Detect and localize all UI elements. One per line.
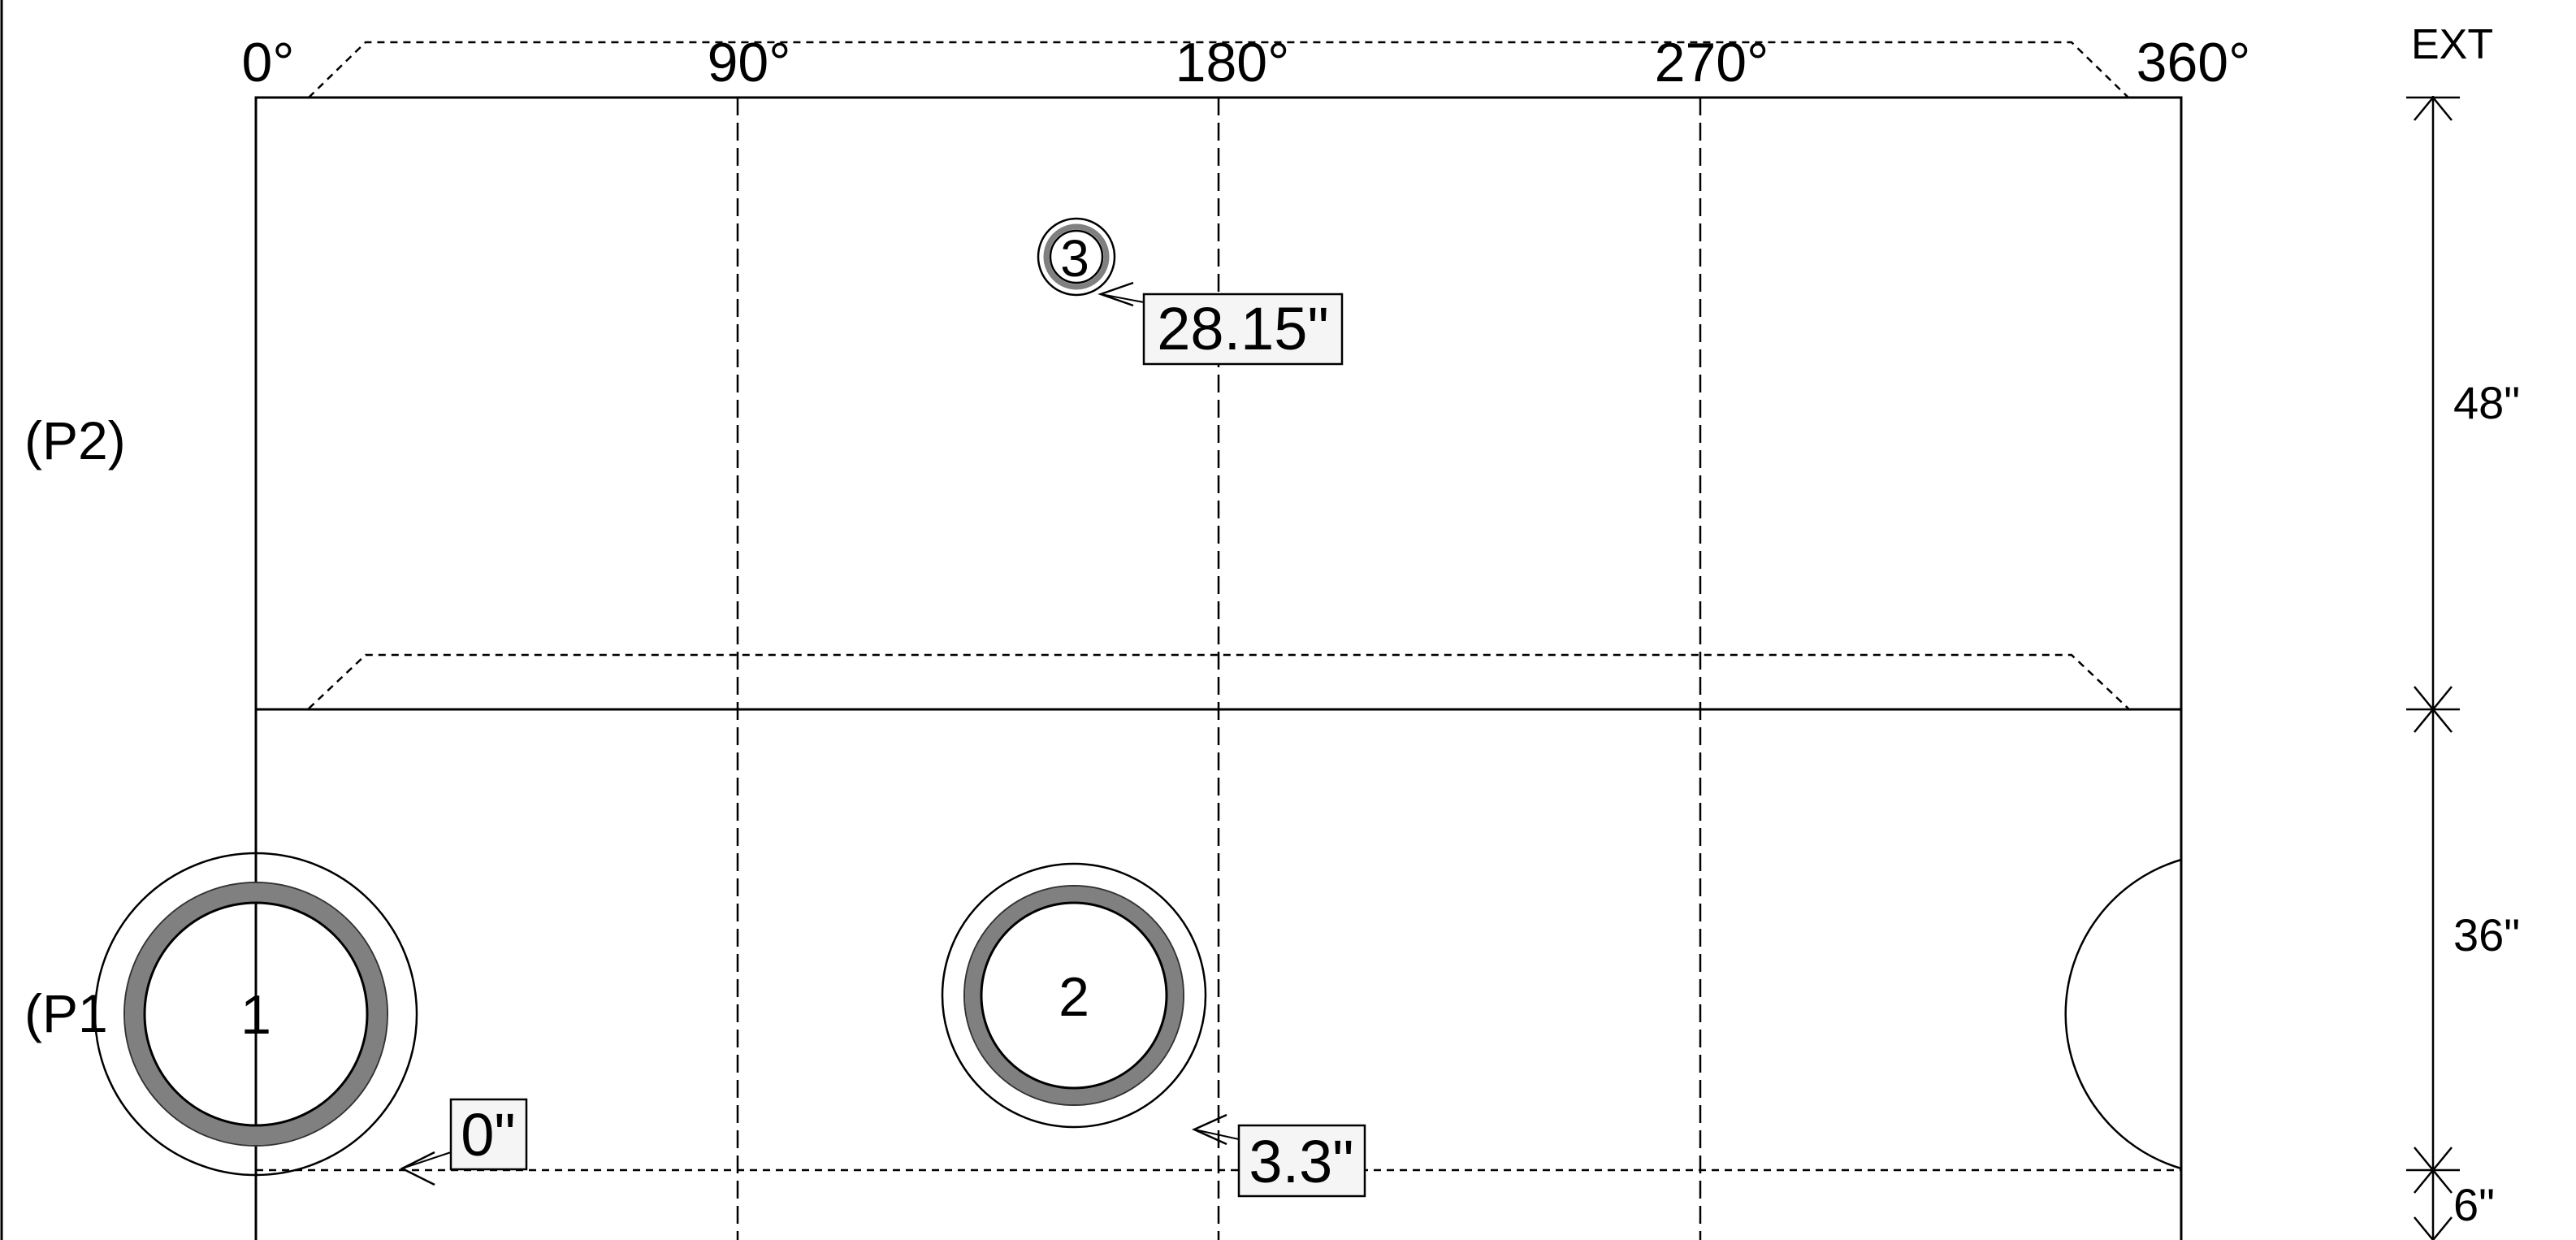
nozzle-2-wall	[965, 887, 1183, 1104]
nozzle-1[interactable]: 1	[93, 852, 418, 1177]
nozzle-1-reinforcement	[93, 852, 418, 1177]
callout-arrowhead	[400, 1151, 435, 1186]
ext-label: EXT	[2411, 21, 2493, 68]
dimension-bottom: 6"	[2453, 1179, 2495, 1230]
nozzle-3[interactable]: 3	[1037, 217, 1116, 297]
nozzle-2-outer-edge	[963, 885, 1184, 1106]
angle-label-270: 270°	[1655, 32, 1769, 93]
nozzle-3-number: 3	[1060, 229, 1089, 288]
shell-label-p2: (P2)	[24, 410, 126, 470]
callout-leader	[1193, 1129, 1240, 1140]
nozzle-1-outer-edge	[123, 882, 388, 1147]
dimension-p2-height: 48"	[2453, 377, 2520, 428]
callout-arrowhead	[1191, 1113, 1227, 1146]
nozzle-1-wraparound-arc	[2064, 858, 2182, 1170]
nozzle-3-reinforcement	[1037, 217, 1116, 297]
callout-nozzle-2: 3.3"	[1191, 1113, 1366, 1198]
nozzle-2-number: 2	[1059, 966, 1089, 1028]
nozzle-1-number: 1	[240, 984, 271, 1046]
nozzle-3-wall	[1043, 223, 1110, 290]
height-dimension-line	[2406, 96, 2460, 1240]
nozzle-1-wall	[125, 883, 387, 1145]
callout-box	[449, 1098, 528, 1171]
nozzle-2-reinforcement	[941, 862, 1207, 1129]
dimension-arrow-bottom-down	[2414, 1168, 2453, 1194]
callout-text: 3.3"	[1249, 1128, 1353, 1195]
middle-head-outline	[308, 653, 2129, 709]
callout-box	[1142, 293, 1344, 366]
callout-text: 28.15"	[1157, 295, 1328, 362]
callout-box	[1237, 1124, 1366, 1198]
dimension-arrow-middle-down	[2414, 708, 2453, 733]
nozzle-1-bore	[143, 901, 369, 1127]
callout-leader	[1100, 293, 1145, 303]
angle-label-360: 360°	[2137, 32, 2251, 93]
angle-label-180: 180°	[1175, 32, 1290, 93]
dimension-arrow-top	[2414, 96, 2453, 121]
callout-text: 0"	[461, 1101, 515, 1168]
callout-leader	[401, 1151, 452, 1169]
callout-nozzle-3: 28.15"	[1098, 281, 1344, 366]
angle-label-90: 90°	[708, 32, 791, 93]
dimension-p1-height: 36"	[2453, 909, 2520, 960]
dimension-arrow-end	[2414, 1216, 2453, 1240]
nozzle-2-bore	[980, 901, 1168, 1090]
callout-arrowhead	[1098, 281, 1134, 307]
nozzle-2[interactable]: 2	[941, 862, 1207, 1129]
shell-label-p1: (P1	[24, 983, 108, 1043]
angle-label-0: 0°	[241, 32, 294, 93]
top-head-outline	[308, 41, 2129, 98]
callout-nozzle-1: 0"	[400, 1098, 528, 1186]
nozzle-3-bore	[1049, 229, 1104, 284]
